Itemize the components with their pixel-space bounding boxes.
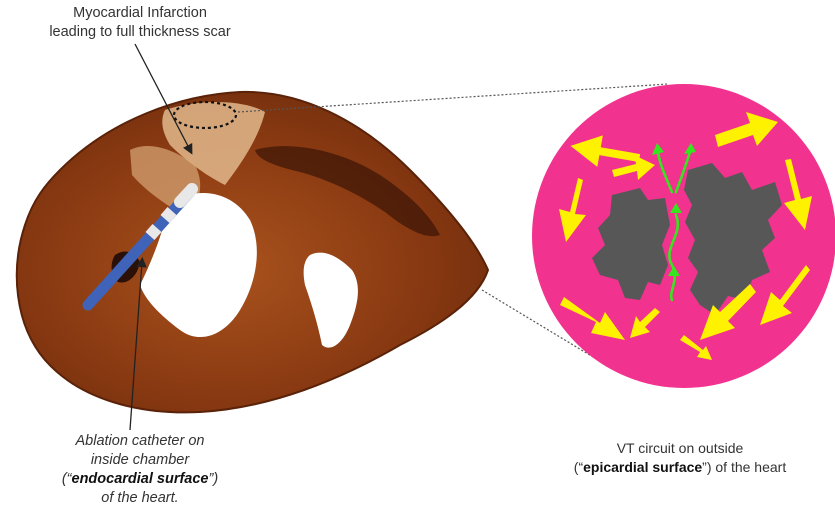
vt-circuit-label-line2: (“epicardial surface”) of the heart xyxy=(535,458,825,477)
heart-cross-section xyxy=(17,92,488,412)
catheter-label-line1: Ablation catheter on xyxy=(40,432,240,451)
epicardial-magnification xyxy=(532,84,835,388)
catheter-label-line3: (“endocardial surface”) xyxy=(40,470,240,489)
vt-circuit-label: VT circuit on outside (“epicardial surfa… xyxy=(535,439,825,477)
vt-circuit-label-close-quote: ”) of the heart xyxy=(702,459,786,475)
catheter-label-line4: of the heart. xyxy=(40,489,240,508)
vt-circuit-label-line1: VT circuit on outside xyxy=(535,439,825,458)
catheter-label-line2: inside chamber xyxy=(40,451,240,470)
vt-circuit-label-open-quote: (“ xyxy=(574,459,583,475)
magnify-circle xyxy=(532,84,835,388)
catheter-label: Ablation catheter on inside chamber (“en… xyxy=(40,432,240,508)
infarction-label-line2: leading to full thickness scar xyxy=(10,23,270,42)
infarction-label-line1: Myocardial Infarction xyxy=(10,4,270,23)
catheter-label-close-quote: ”) xyxy=(209,471,219,487)
catheter-label-open-quote: (“ xyxy=(62,471,72,487)
infarction-label: Myocardial Infarction leading to full th… xyxy=(10,4,270,42)
catheter-label-endocardial: endocardial surface xyxy=(72,471,209,487)
vt-circuit-label-epicardial: epicardial surface xyxy=(583,459,702,475)
